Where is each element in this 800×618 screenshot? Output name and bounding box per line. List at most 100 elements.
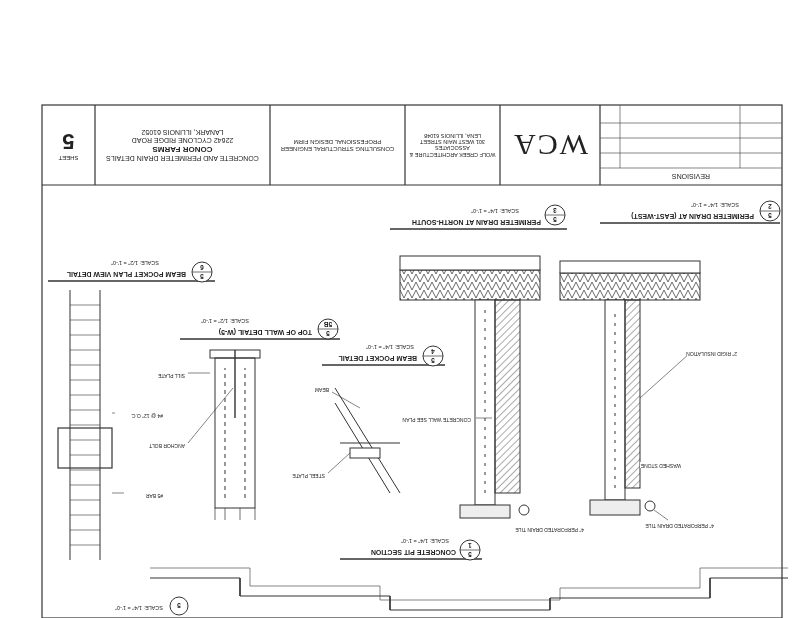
perimeter-drain-east-west xyxy=(645,501,655,511)
perimeter-drain-east-west xyxy=(605,300,625,500)
beam-pocket-detail xyxy=(335,403,390,493)
beam-pocket-plan xyxy=(112,413,115,414)
detail-number: 5B xyxy=(324,320,332,329)
scale-note: SCALE: 1/4" = 1'-0" xyxy=(690,202,740,208)
perimeter-drain-east-west xyxy=(560,261,700,520)
bubble-circle xyxy=(170,597,188,615)
beam-pocket-detail xyxy=(328,453,350,473)
sheet-border xyxy=(404,105,405,185)
sheet-border xyxy=(269,105,270,185)
detail-number: 3 xyxy=(553,206,557,215)
detail-title: PERIMETER DRAIN AT (EAST-WEST) xyxy=(630,212,755,220)
bubble-divider xyxy=(760,211,780,212)
bubble-circle xyxy=(760,201,780,221)
sheet-number: 5 xyxy=(200,272,204,281)
perimeter-drain-east-west xyxy=(560,261,700,273)
detail-number: 1 xyxy=(468,541,472,550)
title-block-text: 22642 CYCLONE RIDGE ROAD xyxy=(132,136,234,144)
revision-table xyxy=(600,153,782,154)
title-block-text: LENA, ILLINOIS 61048 xyxy=(424,132,481,138)
sheet-border xyxy=(42,184,782,185)
detail-title: CONCRETE PIT SECTION xyxy=(370,548,457,556)
title-block-text: CONCRETE AND PERIMETER DRAIN DETAILS xyxy=(106,154,259,162)
top-of-wall-detail xyxy=(188,388,233,443)
concrete-pit-section xyxy=(150,568,788,610)
detail-title: TOP OF WALL DETAIL (W-5) xyxy=(218,328,313,336)
detail-title: BEAM POCKET PLAN VIEW DETAIL xyxy=(66,270,187,278)
detail-bubble: 52 xyxy=(759,200,781,222)
callout-note: SILL PLATE xyxy=(157,372,186,378)
sheet-number: 5 xyxy=(468,550,472,559)
callout-note: CONCRETE WALL SEE PLAN xyxy=(401,416,472,422)
scale-note: SCALE: 1/2" = 1'-0" xyxy=(200,318,250,324)
bubble-divider xyxy=(192,272,212,273)
revision-table xyxy=(600,168,782,169)
sheet-number: 5 xyxy=(177,602,181,611)
beam-pocket-detail xyxy=(332,392,360,408)
bubble-divider xyxy=(460,550,480,551)
sheet-number-cell: SHEET5 xyxy=(42,105,95,185)
detail-title: BEAM POCKET DETAIL xyxy=(338,354,418,362)
sheet-number: 5 xyxy=(431,356,435,365)
detail-bubble: 54 xyxy=(422,345,444,367)
sheet-border xyxy=(499,105,500,185)
callout-note: 4" PERFORATED DRAIN TILE xyxy=(644,522,715,528)
callout-note: 2" RIGID INSULATION xyxy=(685,350,738,356)
beam-pocket-plan xyxy=(112,493,124,494)
perimeter-drain-east-west xyxy=(590,500,640,515)
revision-table xyxy=(620,105,621,168)
perimeter-drain-north-south xyxy=(485,308,486,493)
beam-pocket-plan xyxy=(58,428,112,468)
detail-number: 4 xyxy=(431,347,435,356)
title-underlines xyxy=(180,338,340,340)
beam-pocket-plan xyxy=(70,305,100,545)
title-block-text: LANARK, ILLINOIS 61052 xyxy=(141,128,223,136)
revision-table xyxy=(600,138,782,139)
title-block-text: WCA xyxy=(512,128,588,163)
title-block-text: WOLF CREEK ARCHITECTURE & ASSOCIATES xyxy=(408,145,497,158)
perimeter-drain-north-south xyxy=(519,505,529,515)
concrete-pit-section xyxy=(150,578,788,610)
engineer-cell: CONSULTING STRUCTURAL ENGINEERPROFESSION… xyxy=(270,105,405,185)
perimeter-drain-north-south xyxy=(476,418,492,419)
firm-cell: WOLF CREEK ARCHITECTURE & ASSOCIATES301 … xyxy=(405,105,500,185)
title-underlines xyxy=(48,223,780,559)
bubble-circle xyxy=(423,346,443,366)
project-cell: CONCRETE AND PERIMETER DRAIN DETAILSCONO… xyxy=(95,105,270,185)
perimeter-drain-east-west xyxy=(560,273,700,300)
perimeter-drain-east-west xyxy=(640,353,690,398)
scale-note: SCALE: 1/2" = 1'-0" xyxy=(110,260,160,266)
sheet-border xyxy=(42,105,782,618)
revision-table xyxy=(600,123,782,124)
bubble-circle xyxy=(192,262,212,282)
title-underlines xyxy=(48,280,215,282)
top-of-wall-detail xyxy=(245,368,246,498)
concrete-pit-section xyxy=(150,568,788,600)
callout-note: ANCHOR BOLT xyxy=(148,442,186,448)
scale-note: SCALE: 1/4" = 1'-0" xyxy=(470,208,520,214)
detail-bubble: 53 xyxy=(544,204,566,226)
title-underlines xyxy=(390,228,567,230)
sheet-border xyxy=(42,105,782,618)
beam-pocket-detail xyxy=(340,443,400,444)
callout-note: #4 @ 12" O.C. xyxy=(130,412,164,418)
concrete-pit-section xyxy=(240,578,710,610)
title-block-text: REVISIONS xyxy=(672,172,710,180)
sheet-number: 5 xyxy=(326,329,330,338)
bubble-circle xyxy=(318,319,338,339)
revision-table xyxy=(600,105,782,168)
perimeter-drain-north-south xyxy=(460,505,510,518)
sheet-number: 5 xyxy=(768,211,772,220)
detail-number: 6 xyxy=(200,263,204,272)
revision-cell: REVISIONS xyxy=(600,167,782,185)
scale-note: SCALE: 1/4" = 1'-0" xyxy=(114,605,164,611)
title-underlines xyxy=(340,558,482,560)
detail-bubble: 55B xyxy=(317,318,339,340)
perimeter-drain-north-south xyxy=(475,300,495,505)
perimeter-drain-north-south xyxy=(400,256,540,270)
top-of-wall-detail xyxy=(234,350,235,418)
bubble-circle xyxy=(460,540,480,560)
perimeter-drain-east-west xyxy=(625,300,640,488)
detail-title: PERIMETER DRAIN AT NORTH-SOUTH xyxy=(411,218,542,226)
title-block-text: 301 WEST MAIN STREET xyxy=(420,139,485,145)
